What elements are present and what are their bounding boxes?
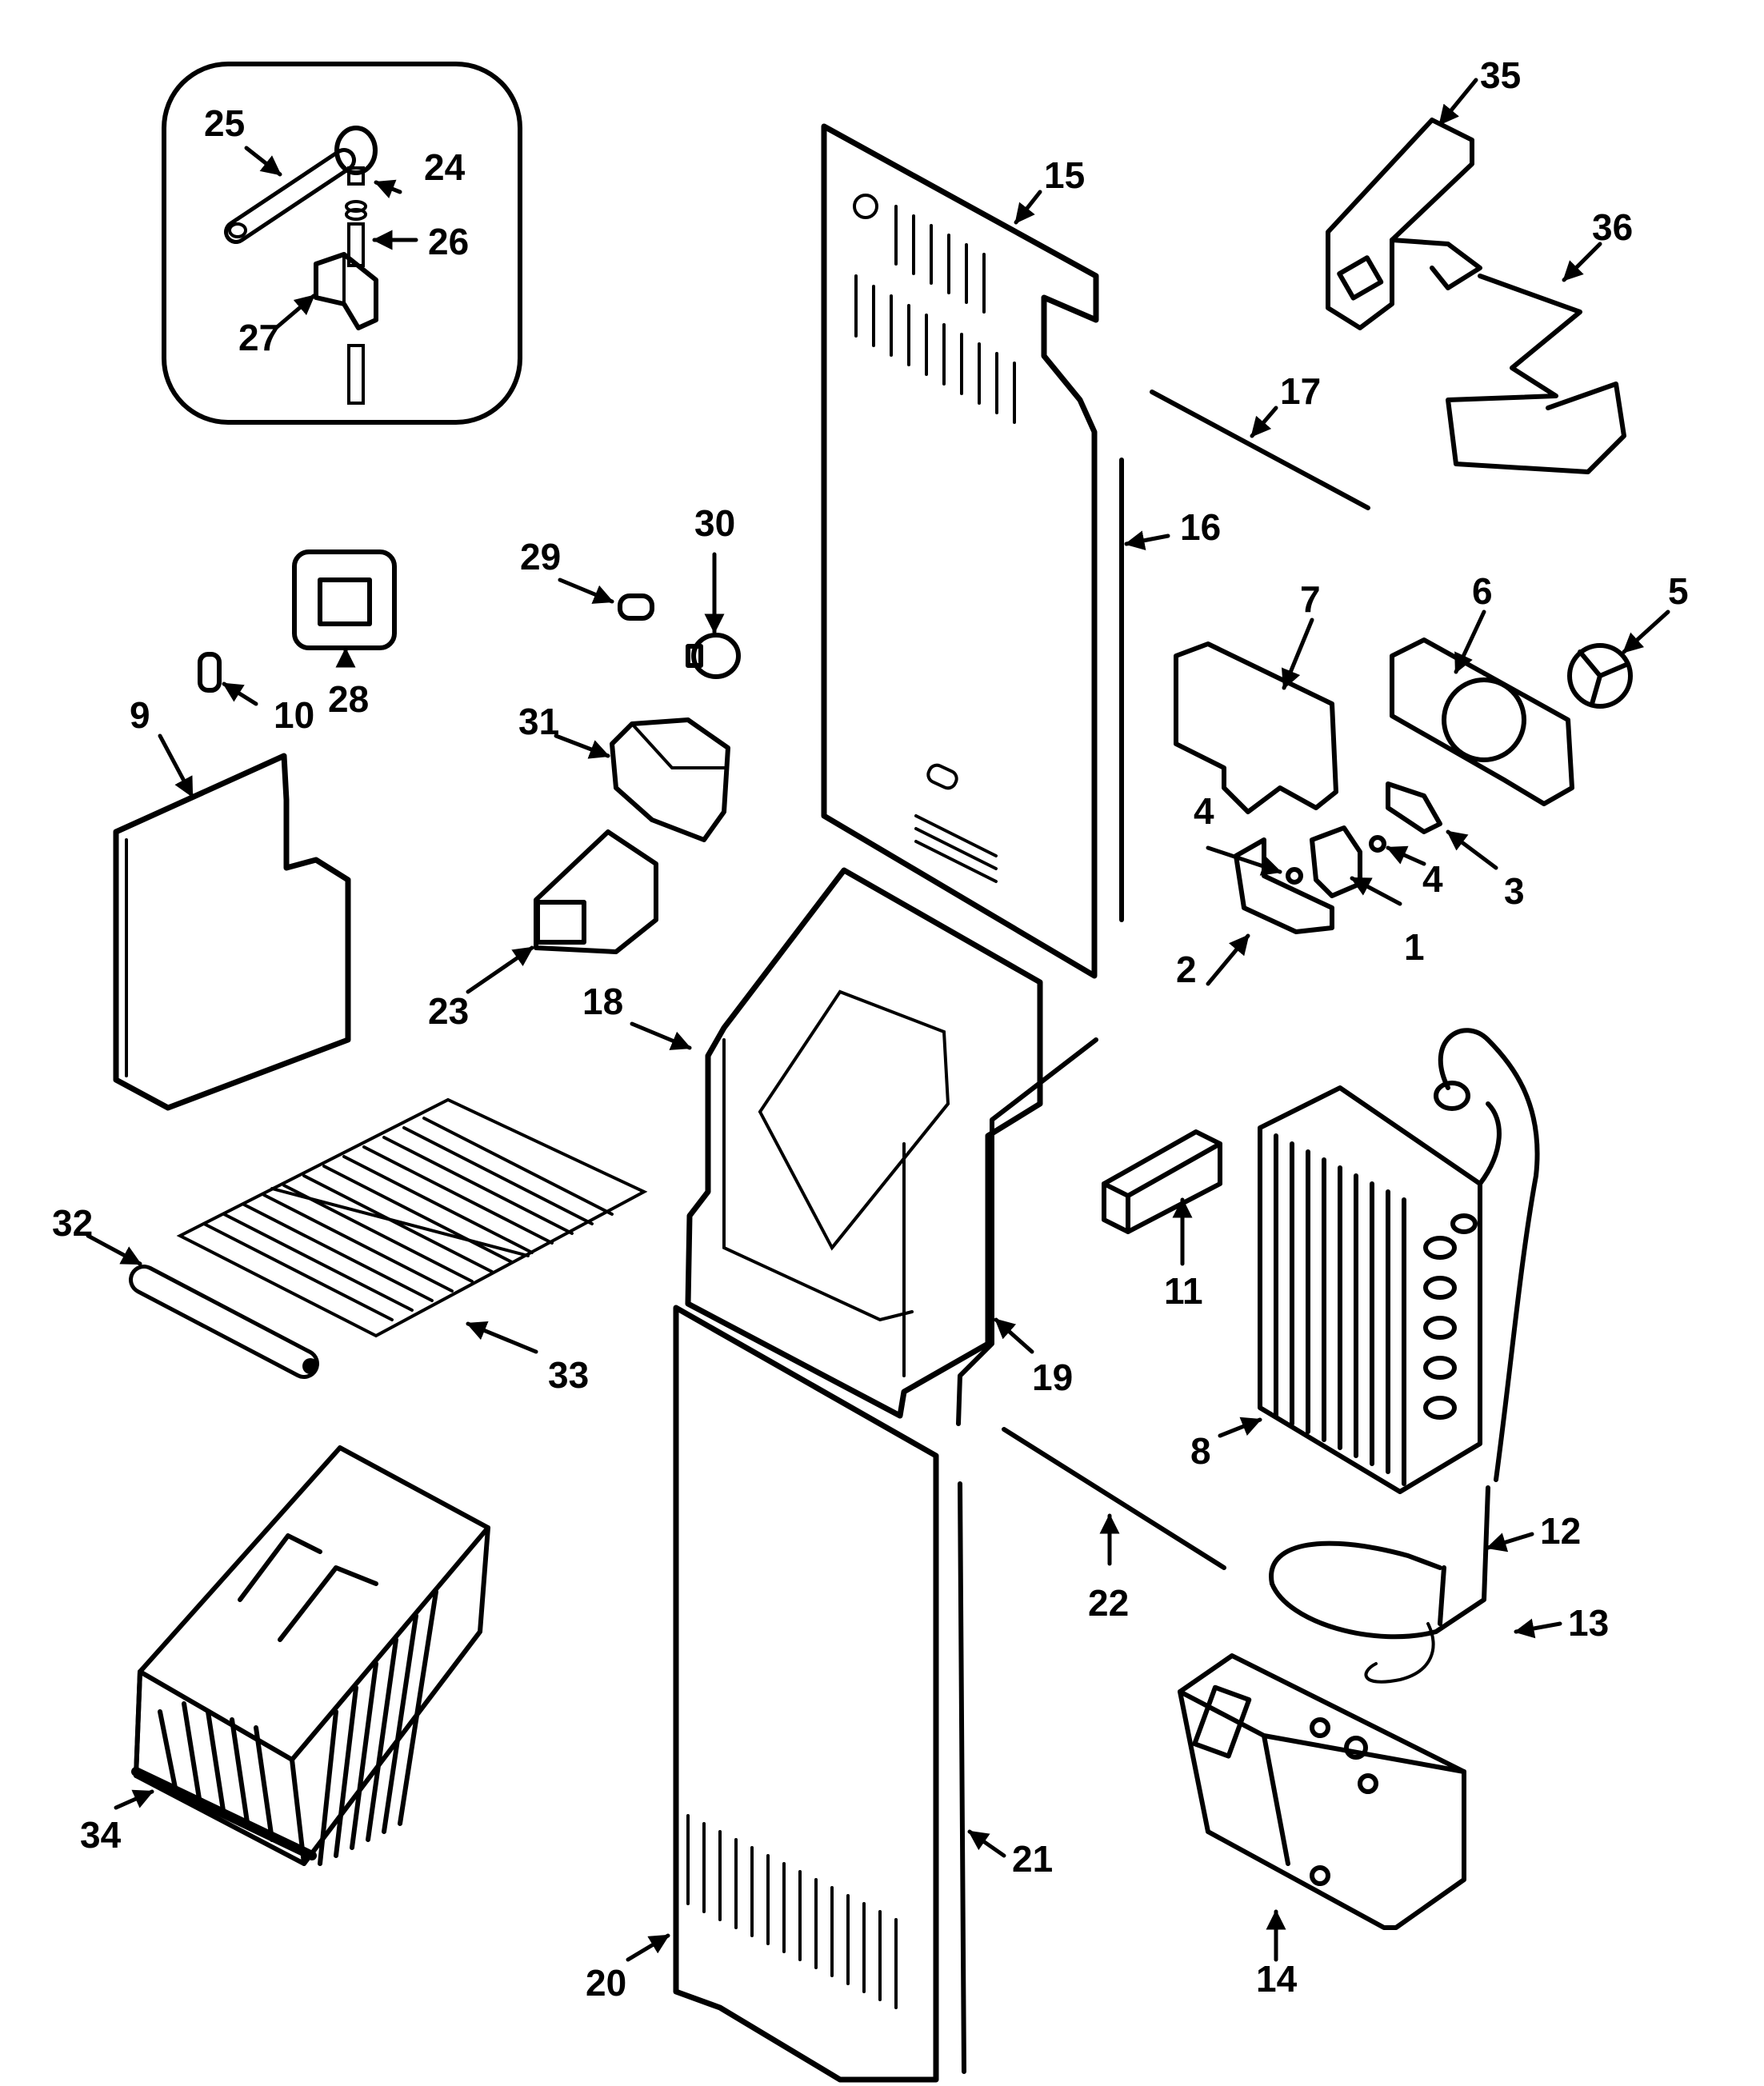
callout-16: 16 bbox=[1180, 506, 1221, 548]
evaporator-8-drawing bbox=[1258, 1085, 1502, 1494]
cover-18-drawing bbox=[685, 867, 1043, 1419]
callout-6: 6 bbox=[1472, 570, 1493, 612]
callout-11: 11 bbox=[1164, 1270, 1203, 1312]
callout-34: 34 bbox=[80, 1814, 122, 1856]
callout-21: 21 bbox=[1012, 1838, 1053, 1880]
tube-25-drawing bbox=[224, 126, 378, 244]
thermostat-1-drawing bbox=[1310, 825, 1362, 898]
spacer-10-drawing bbox=[198, 652, 222, 693]
callout-8: 8 bbox=[1190, 1430, 1211, 1472]
clip-27-drawing bbox=[314, 252, 378, 330]
shroud-6-drawing bbox=[1390, 637, 1574, 806]
callout-24: 24 bbox=[424, 146, 466, 188]
clip-36-drawing bbox=[1446, 274, 1626, 474]
callout-25: 25 bbox=[204, 102, 245, 144]
callout-18: 18 bbox=[582, 981, 623, 1022]
clip-13-drawing bbox=[1364, 1622, 1435, 1684]
gasket-17-drawing bbox=[1150, 390, 1370, 510]
heater-12-drawing bbox=[1269, 1028, 1540, 1640]
callout-7: 7 bbox=[1300, 578, 1321, 620]
callout-29: 29 bbox=[520, 536, 561, 577]
gasket-19-drawing bbox=[956, 1037, 1098, 1426]
callout-12: 12 bbox=[1540, 1510, 1581, 1552]
callout-36: 36 bbox=[1592, 206, 1633, 248]
callout-33: 33 bbox=[548, 1354, 589, 1396]
callout-27: 27 bbox=[238, 317, 279, 358]
shelf-33-drawing bbox=[176, 1097, 648, 1338]
callout-labels: 1 2 3 4 4 5 6 7 8 9 10 11 12 13 14 15 16… bbox=[52, 54, 1689, 2004]
duct-23-drawing bbox=[534, 829, 658, 954]
sensor-11-drawing bbox=[1102, 1129, 1222, 1234]
fan-5-drawing bbox=[1567, 643, 1633, 709]
callout-15: 15 bbox=[1044, 154, 1085, 196]
nut-4b-drawing bbox=[1369, 835, 1386, 853]
callout-3: 3 bbox=[1504, 870, 1525, 912]
callout-14: 14 bbox=[1256, 1958, 1298, 2000]
nut-4a-drawing bbox=[1286, 867, 1303, 885]
gasket-21-drawing bbox=[958, 1481, 966, 2074]
panel-9-drawing bbox=[113, 753, 351, 1111]
callout-26: 26 bbox=[428, 221, 469, 262]
bar-32-drawing bbox=[129, 1265, 319, 1379]
housing-31-drawing bbox=[610, 717, 730, 842]
callout-31: 31 bbox=[518, 701, 559, 742]
callout-28: 28 bbox=[328, 678, 369, 720]
bracket-3-drawing bbox=[1386, 781, 1442, 834]
callout-9: 9 bbox=[130, 694, 150, 736]
leader-lines bbox=[86, 78, 1670, 1962]
bracket-35-drawing bbox=[1326, 118, 1482, 330]
callout-32: 32 bbox=[52, 1202, 93, 1244]
gasket-22-drawing bbox=[1002, 1427, 1226, 1570]
callout-20: 20 bbox=[586, 1962, 626, 2004]
callout-5: 5 bbox=[1668, 570, 1689, 612]
callout-22: 22 bbox=[1088, 1582, 1129, 1624]
fitting-24-drawing bbox=[345, 200, 367, 221]
cover-7-drawing bbox=[1174, 641, 1338, 814]
bracket-2-drawing bbox=[1234, 837, 1334, 934]
callout-1: 1 bbox=[1404, 926, 1425, 968]
callout-30: 30 bbox=[694, 502, 735, 544]
tube-lower-drawing bbox=[347, 344, 365, 405]
bulb-30-drawing bbox=[686, 633, 741, 679]
panel-15-drawing bbox=[821, 123, 1099, 979]
inset-detail-box bbox=[162, 62, 522, 425]
callout-13: 13 bbox=[1568, 1602, 1609, 1644]
callout-4b: 4 bbox=[1422, 858, 1443, 900]
socket-29-drawing bbox=[618, 593, 654, 621]
callout-10: 10 bbox=[274, 694, 314, 736]
callout-17: 17 bbox=[1280, 370, 1321, 412]
basket-34-drawing bbox=[131, 1445, 490, 1866]
drain-pan-14-drawing bbox=[1178, 1653, 1466, 1930]
panel-20-drawing bbox=[673, 1305, 939, 2083]
callout-23: 23 bbox=[428, 990, 469, 1032]
switch-28-drawing bbox=[292, 549, 397, 650]
callout-19: 19 bbox=[1032, 1357, 1073, 1398]
callout-4a: 4 bbox=[1194, 790, 1214, 832]
callout-2: 2 bbox=[1176, 949, 1197, 990]
callout-35: 35 bbox=[1480, 54, 1521, 96]
